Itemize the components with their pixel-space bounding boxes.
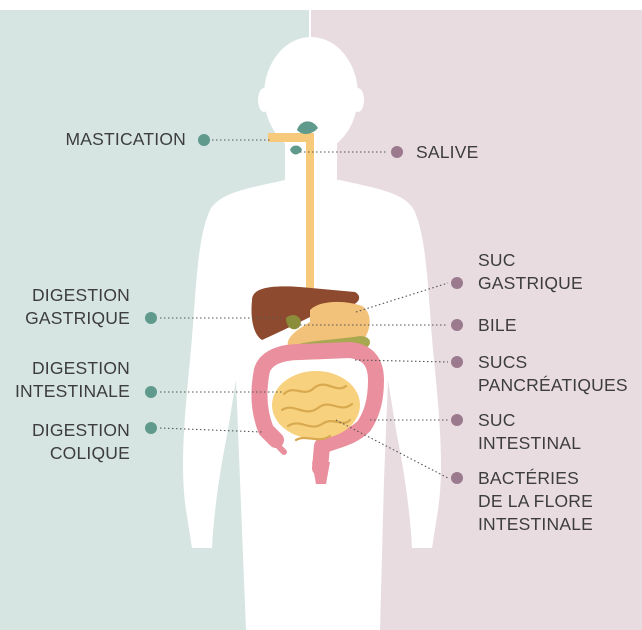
dot-suc-intestinal (451, 414, 463, 426)
dot-digestion-gastrique (145, 312, 157, 324)
label-digestion-colique: DIGESTION COLIQUE (32, 419, 130, 465)
label-mastication: MASTICATION (66, 128, 187, 151)
dot-bile (451, 319, 463, 331)
label-sucs-pancreatiques: SUCS PANCRÉATIQUES (478, 351, 628, 397)
dot-mastication (198, 134, 210, 146)
label-suc-intestinal: SUC INTESTINAL (478, 409, 581, 455)
label-bile: BILE (478, 314, 517, 337)
label-suc-gastrique: SUC GASTRIQUE (478, 249, 583, 295)
dot-bacteries (451, 472, 463, 484)
dot-sucs-pancreatiques (451, 356, 463, 368)
dot-salive (391, 146, 403, 158)
label-salive: SALIVE (416, 141, 478, 164)
label-bacteries: BACTÉRIES DE LA FLORE INTESTINALE (478, 467, 593, 536)
dot-suc-gastrique (451, 277, 463, 289)
label-digestion-gastrique: DIGESTION GASTRIQUE (25, 284, 130, 330)
dot-digestion-intestinale (145, 386, 157, 398)
label-digestion-intestinale: DIGESTION INTESTINALE (15, 357, 130, 403)
dot-digestion-colique (145, 422, 157, 434)
